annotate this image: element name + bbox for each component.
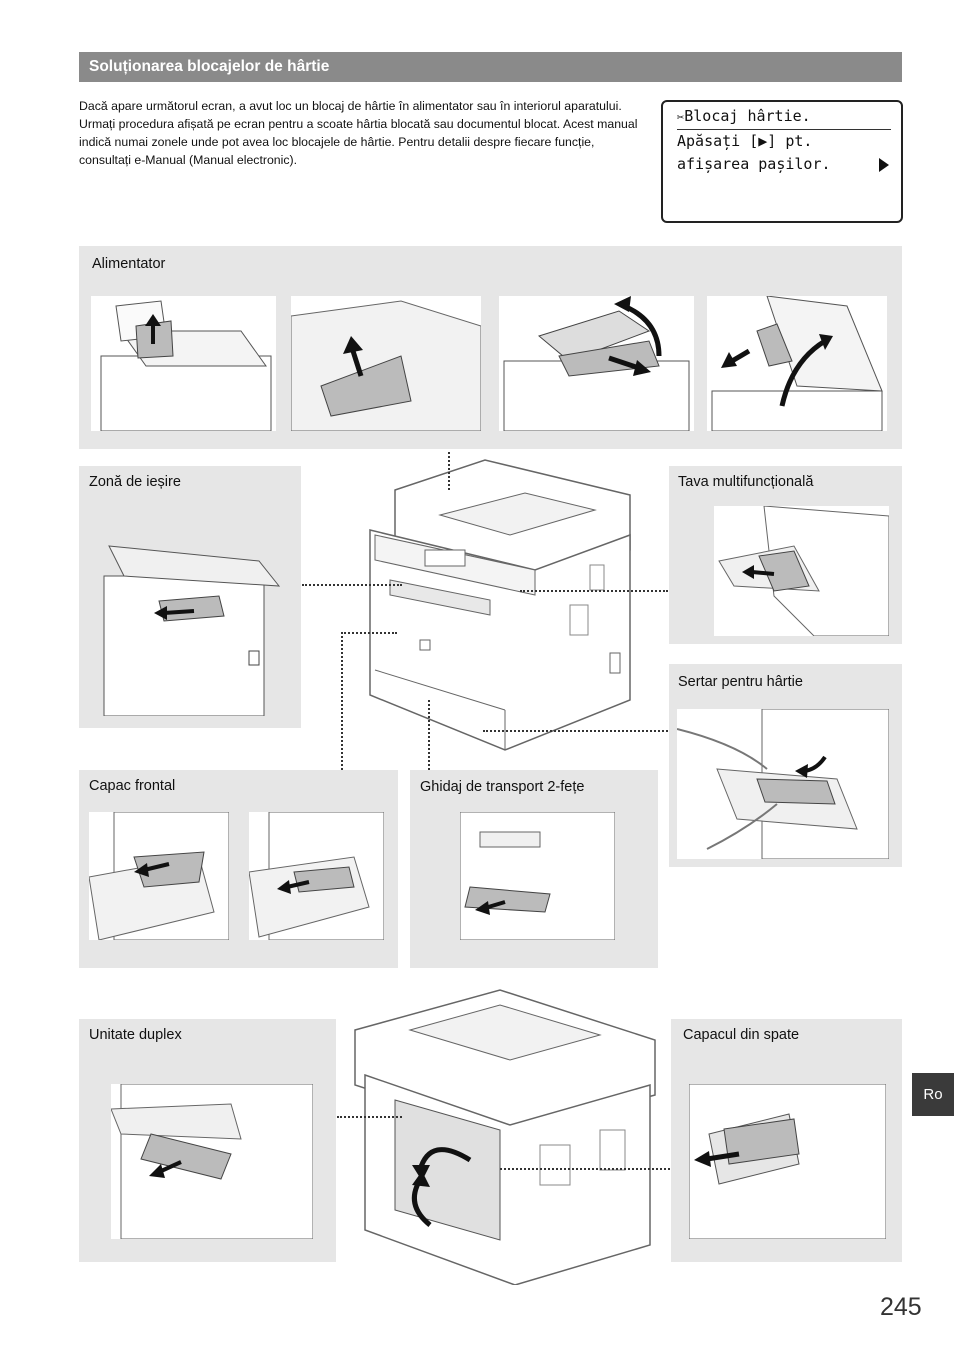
panel-sertar-hartie: Sertar pentru hârtie [669,664,902,867]
section-header: Soluționarea blocajelor de hârtie [79,52,902,82]
panel-capac-frontal: Capac frontal [79,770,398,968]
panel-tava-multifunctionala: Tava multifuncțională [669,466,902,644]
connector-mp-tray [520,590,668,592]
front-cover-step-1-illustration [89,812,229,940]
page-number: 245 [880,1293,922,1321]
panel-label-unitate-duplex: Unitate duplex [89,1027,182,1043]
next-arrow-icon [879,158,889,172]
lcd-divider [677,129,891,130]
section-title: Soluționarea blocajelor de hârtie [89,58,330,75]
connector-feeder [448,452,450,490]
connector-front-cover-v [341,632,343,770]
panel-label-capac-spate: Capacul din spate [683,1027,800,1043]
panel-unitate-duplex: Unitate duplex [79,1019,336,1262]
multipurpose-tray-illustration [714,506,889,636]
output-area-illustration [99,521,284,716]
connector-drawer [483,730,668,732]
connector-duplex-guide [428,700,430,770]
lcd-screen: ✂Blocaj hârtie. Apăsați [▶] pt. afișarea… [661,100,903,223]
duplex-unit-illustration [111,1084,313,1239]
duplex-guide-illustration [460,812,615,940]
intro-paragraph: Dacă apare următorul ecran, a avut loc u… [79,99,638,167]
panel-capac-spate: Capacul din spate [671,1019,902,1262]
rear-cover-illustration [689,1084,886,1239]
connector-rear-cover [500,1168,670,1170]
feeder-step-1-illustration [91,296,276,431]
panel-label-alimentator: Alimentator [92,256,166,272]
connector-output [302,584,402,586]
panel-ghidaj-transport: Ghidaj de transport 2-fețe [410,770,658,968]
paper-jam-icon: ✂ [677,110,685,124]
rear-printer-illustration [350,985,660,1286]
panel-alimentator: Alimentator [79,246,902,449]
panel-label-capac-frontal: Capac frontal [89,778,176,794]
lcd-line-1: ✂Blocaj hârtie. [677,107,811,125]
paper-drawer-illustration [677,709,889,859]
panel-label-ghidaj-transport: Ghidaj de transport 2-fețe [420,779,585,795]
lcd-line-3: afișarea pașilor. [677,155,831,173]
panel-zona-iesire: Zonă de ieșire [79,466,301,728]
panel-label-sertar-hartie: Sertar pentru hârtie [678,674,803,690]
language-tab: Ro [912,1073,954,1116]
lcd-line-2: Apăsați [▶] pt. [677,132,813,150]
feeder-step-2-illustration [291,296,481,431]
panel-label-zona-iesire: Zonă de ieșire [89,474,181,490]
main-printer-illustration [365,455,635,755]
feeder-step-4-illustration [707,296,887,431]
feeder-step-3-illustration [499,296,694,431]
front-cover-step-2-illustration [249,812,384,940]
panel-label-tava-multifunctionala: Tava multifuncțională [678,474,814,490]
connector-duplex-unit [337,1116,402,1118]
connector-front-cover-h [341,632,397,634]
